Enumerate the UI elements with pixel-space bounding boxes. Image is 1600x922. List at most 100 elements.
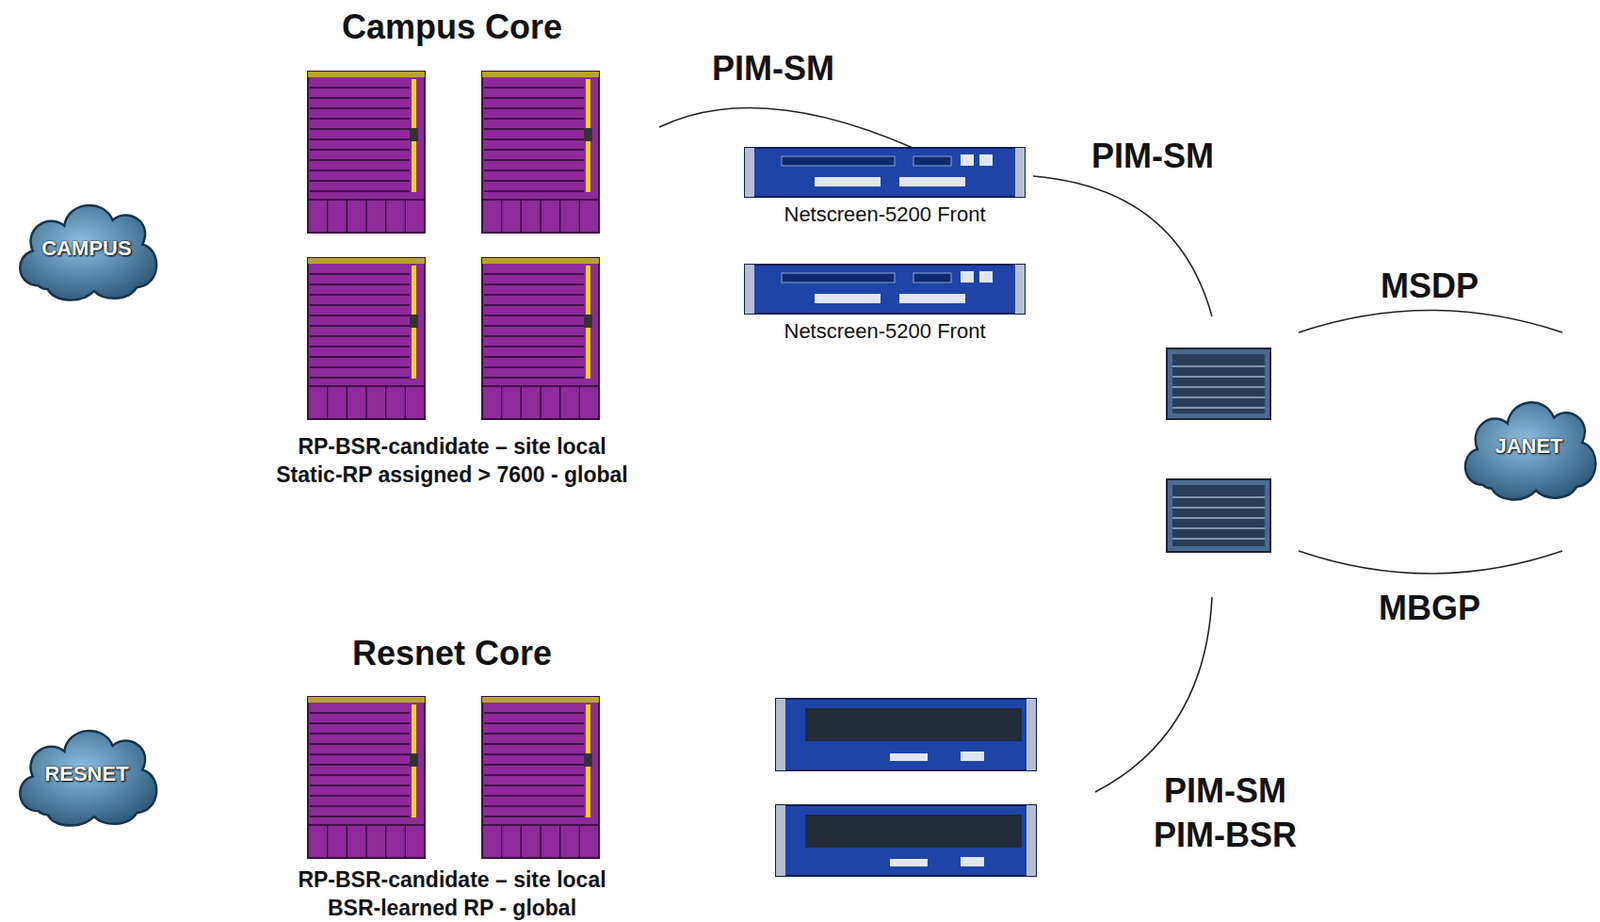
psu-line	[365, 824, 367, 858]
indicator	[583, 128, 593, 142]
slot-line	[309, 335, 410, 337]
device-caption: Static-RP assigned > 7600 - global	[244, 461, 660, 489]
slot-line	[309, 366, 410, 368]
slot-line	[309, 148, 410, 150]
slot-line	[484, 107, 584, 109]
slot-line	[484, 314, 584, 316]
cloud-outline	[19, 205, 157, 301]
cloud-outline	[19, 730, 157, 826]
slot-line	[309, 794, 410, 796]
slot-line	[309, 743, 410, 744]
psu-line	[365, 386, 367, 420]
psu-line	[346, 824, 348, 858]
chassis	[307, 71, 425, 233]
slot-line	[484, 355, 584, 357]
slot-line	[484, 753, 584, 755]
chassis-top	[482, 258, 599, 264]
router	[1166, 479, 1271, 552]
chassis-top	[307, 258, 425, 264]
psu-line	[559, 386, 561, 420]
slot-line	[484, 815, 584, 817]
slot-line	[309, 86, 410, 88]
slot-line	[309, 805, 410, 807]
slot-line	[484, 722, 584, 724]
device-caption: Netscreen-5200 Front	[744, 202, 1025, 227]
psu-line	[346, 386, 348, 420]
protocol-label: PIM-SM	[1163, 772, 1287, 810]
slot-line	[484, 283, 584, 285]
chassis-top	[307, 696, 425, 703]
device-caption: RP-BSR-candidate – site local	[244, 433, 660, 461]
device: Netscreen-5200 Front	[744, 147, 1025, 229]
slot-line	[309, 190, 410, 192]
indicator	[409, 314, 419, 328]
slot-line	[309, 722, 410, 724]
psu-line	[520, 199, 522, 233]
slot-line	[309, 324, 410, 326]
slot-line	[484, 179, 584, 181]
slot-line	[484, 743, 584, 744]
slot-line	[309, 138, 410, 140]
psu-line	[579, 386, 581, 420]
slot-line	[484, 190, 584, 192]
slot-line	[484, 805, 584, 807]
slot-line	[309, 732, 410, 734]
chassis-top	[307, 71, 425, 78]
device: Netscreen-5200 Front	[744, 264, 1025, 346]
slot-line	[484, 711, 584, 713]
slot-line	[309, 345, 410, 347]
slot-line	[484, 324, 584, 326]
slot-line	[309, 774, 410, 776]
device-caption: Netscreen-5200 Front	[744, 319, 1025, 344]
psu-line	[404, 824, 406, 858]
chassis-top	[482, 696, 599, 703]
chassis	[307, 696, 425, 858]
psu-line	[385, 199, 387, 233]
chassis-top	[482, 71, 599, 78]
slot-line	[484, 335, 584, 337]
chassis	[482, 71, 599, 233]
slot-line	[484, 293, 584, 295]
indicator	[583, 753, 593, 767]
connector	[659, 108, 913, 148]
psu-line	[501, 386, 502, 420]
slot-line	[309, 815, 410, 817]
network-cloud: CAMPUS	[12, 192, 162, 305]
psu-line	[385, 824, 387, 858]
slot-line	[484, 169, 584, 171]
slot-line	[484, 774, 584, 776]
slot-line	[484, 159, 584, 161]
psu-line	[559, 199, 561, 233]
chassis	[482, 696, 599, 858]
network-cloud: RESNET	[12, 717, 162, 830]
slot-line	[309, 293, 410, 295]
psu-line	[326, 824, 328, 858]
psu-line	[346, 199, 348, 233]
device-group: Resnet CoreRP-BSR-candidate – site local…	[244, 630, 660, 922]
slot-line	[309, 711, 410, 713]
slot-line	[484, 128, 584, 130]
slot-line	[484, 148, 584, 150]
psu-line	[404, 386, 406, 420]
psu-line	[579, 199, 581, 233]
device-caption: BSR-learned RP - global	[244, 894, 660, 922]
protocol-label: MSDP	[1380, 267, 1479, 306]
slot-line	[309, 273, 410, 275]
firewall-device	[744, 147, 1025, 197]
group-title: Resnet Core	[244, 632, 660, 675]
psu-line	[520, 824, 522, 858]
group-title: Campus Core	[244, 6, 660, 49]
psu-line	[501, 824, 502, 858]
chassis	[307, 258, 425, 420]
slot-line	[484, 366, 584, 368]
psu-line	[539, 199, 541, 233]
slot-line	[484, 763, 584, 765]
slot-line	[309, 376, 410, 378]
psu-line	[365, 199, 367, 233]
slot-line	[309, 283, 410, 285]
cloud-label: RESNET	[12, 760, 162, 788]
slot-line	[484, 117, 584, 119]
slot-line	[484, 784, 584, 786]
